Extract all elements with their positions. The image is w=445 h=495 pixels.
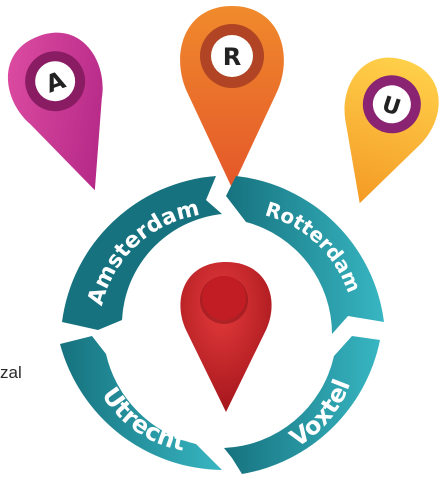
pin-a: A — [7, 32, 103, 191]
pin-r-center — [211, 35, 253, 77]
pin-r: R — [180, 6, 284, 188]
ring-label-voxtel: Voxtel — [285, 375, 356, 452]
center-map-pin-icon — [180, 262, 272, 412]
side-text-fragment: zal — [0, 363, 22, 382]
pin-u-shape — [344, 57, 439, 204]
pin-a-shape — [7, 32, 103, 191]
pin-a-center — [35, 61, 76, 102]
pin-r-letter: R — [223, 43, 241, 71]
ring-segment-voxtel — [224, 336, 380, 474]
ring-segment-rotterdam — [226, 176, 384, 334]
pin-u: U — [344, 57, 439, 204]
pin-u-center — [372, 85, 411, 124]
ring-segment-utrecht — [60, 336, 222, 470]
ring-segment-amsterdam — [62, 176, 222, 330]
